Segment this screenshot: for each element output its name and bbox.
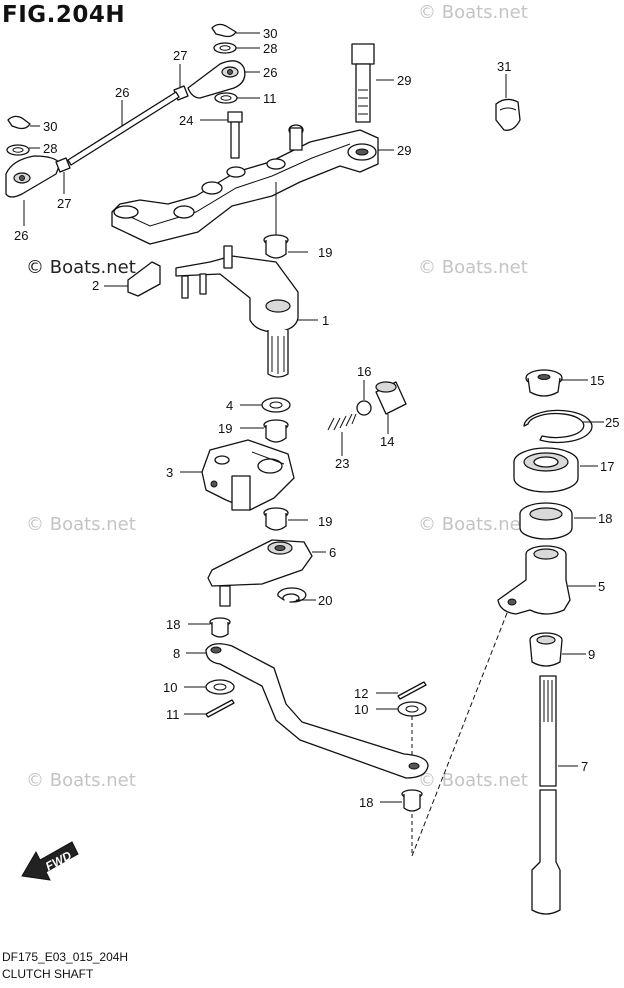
watermark: © Boats.net (418, 770, 528, 791)
callout-22: 24 (179, 113, 193, 128)
callout-10-right: 10 (354, 702, 368, 717)
part-26-nut (55, 157, 71, 194)
callout-2: 2 (92, 278, 99, 293)
part-16-bearing (513, 447, 598, 493)
watermark: © Boats.net (26, 514, 136, 535)
figure-name: CLUTCH SHAFT (2, 967, 94, 981)
fwd-arrow-icon: FWD (21, 841, 79, 881)
callout-19-mid: 19 (218, 421, 232, 436)
callout-8: 8 (173, 646, 180, 661)
callout-25: 26 (263, 65, 277, 80)
part-7-clutch-shaft (531, 675, 578, 915)
part-21-spring (327, 413, 357, 456)
part-29-bracket (111, 124, 394, 245)
part-10-washer (376, 701, 427, 717)
callout-11: 11 (263, 91, 277, 106)
part-2-clip (104, 261, 161, 297)
part-30-bolt (351, 43, 394, 123)
callout-18-upper: 18 (166, 617, 180, 632)
part-13-sleeve (375, 381, 407, 434)
callout-14: 15 (590, 373, 604, 388)
callout-18-lower: 18 (359, 795, 373, 810)
assembly-line (411, 589, 517, 857)
callout-3: 3 (166, 465, 173, 480)
callout-27-left: 28 (43, 141, 57, 156)
part-27-washer (6, 144, 40, 156)
callout-21: 23 (335, 456, 349, 471)
part-11-washer (214, 92, 260, 104)
part-6-shift-arm (207, 539, 326, 607)
part-11-cotter-pin (184, 699, 235, 718)
part-18-bushing (380, 789, 423, 812)
part-25-ball-joint (187, 60, 260, 99)
watermark: © Boats.net (418, 2, 528, 23)
part-25-ball-joint (5, 155, 61, 226)
callout-15: 16 (357, 364, 371, 379)
callout-labels: 30 28 27 26 29 31 26 11 24 30 28 29 27 2… (14, 26, 619, 810)
watermark: © Boats.net (418, 257, 528, 278)
part-28-clip (211, 23, 260, 38)
watermark: © Boats.net (418, 514, 528, 535)
callout-9: 9 (588, 647, 595, 662)
callout-27: 28 (263, 41, 277, 56)
part-31-clip (495, 74, 521, 131)
figure-title: FIG.204H (2, 2, 126, 28)
part-15-ball (356, 380, 372, 416)
callout-20: 20 (318, 593, 332, 608)
part-4-washer (240, 397, 291, 413)
part-19-bushing (263, 507, 308, 531)
callout-5: 5 (598, 579, 605, 594)
callout-19-top: 19 (318, 245, 332, 260)
callout-28: 30 (263, 26, 277, 41)
callout-25-left: 26 (14, 228, 28, 243)
part-12-cotter-pin (376, 681, 427, 700)
part-27-washer (213, 42, 260, 54)
callout-7: 7 (581, 759, 588, 774)
watermark: © Boats.net (26, 257, 136, 278)
part-19-bushing (240, 419, 289, 443)
callout-6: 6 (329, 545, 336, 560)
part-5-clutch-housing (497, 545, 596, 615)
callout-26: 27 (173, 48, 187, 63)
part-14-plug (525, 369, 588, 397)
part-23-snap-ring (523, 409, 604, 444)
callout-23: 25 (605, 415, 619, 430)
part-10-washer (184, 679, 235, 695)
part-20-circlip (277, 587, 316, 603)
part-28-clip (7, 115, 40, 130)
callout-10-left: 10 (163, 680, 177, 695)
callout-11-left: 11 (166, 707, 180, 722)
callout-30: 29 (397, 73, 411, 88)
part-9-bushing (529, 632, 586, 667)
callout-17: 18 (598, 511, 612, 526)
part-8-link-rod (186, 643, 429, 779)
callout-16: 17 (600, 459, 614, 474)
part-3-shift-housing (180, 439, 295, 511)
callout-24: 26 (115, 85, 129, 100)
callout-1: 1 (322, 313, 329, 328)
callout-26-left: 27 (57, 196, 71, 211)
part-1-shift-lever (175, 245, 318, 378)
part-19-bushing (263, 234, 308, 259)
part-24-threaded-rod (67, 91, 180, 166)
part-22-bolt (200, 111, 243, 159)
watermark: © Boats.net (26, 770, 136, 791)
figure-code: DF175_E03_015_204H (2, 950, 129, 964)
callout-28-left: 30 (43, 119, 57, 134)
callout-19-low: 19 (318, 514, 332, 529)
callout-29: 29 (397, 143, 411, 158)
part-17-seal (519, 502, 596, 540)
callout-13: 14 (380, 434, 394, 449)
callout-4: 4 (226, 398, 233, 413)
callout-31: 31 (497, 59, 511, 74)
callout-12: 12 (354, 686, 368, 701)
part-18-bushing (188, 617, 231, 638)
